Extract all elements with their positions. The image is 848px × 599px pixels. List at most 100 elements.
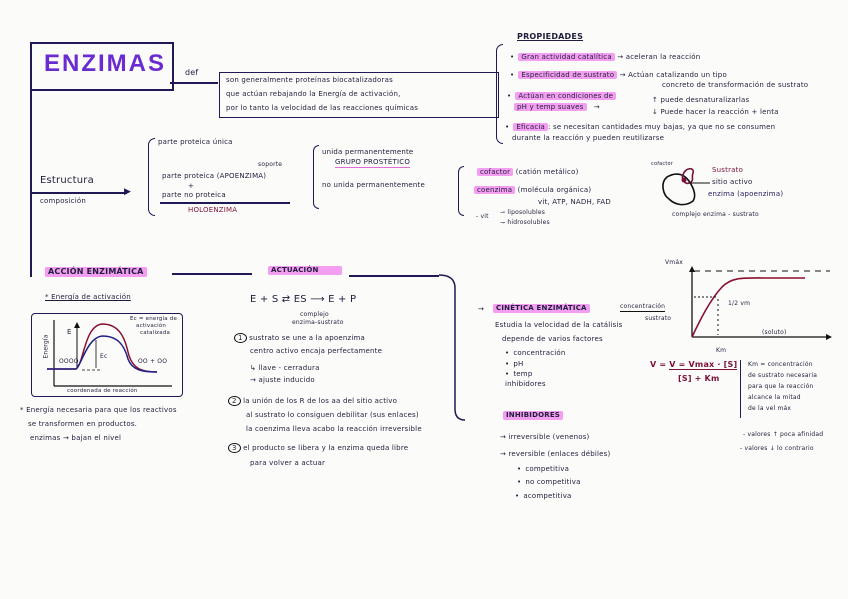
formula-denominator: [S] + Km — [678, 374, 720, 383]
chart-legend: Ec = energía de activación catalizada — [130, 316, 178, 336]
accion-note: * Energía necesaria para que los reactiv… — [20, 406, 177, 414]
estructura-label: Estructura — [40, 175, 94, 186]
equation-sub: enzima-sustrato — [292, 319, 344, 326]
km-def: para que la reacción — [748, 383, 814, 390]
cofactor-bracket — [458, 166, 464, 216]
km-values: - valores ↓ lo contrario — [740, 445, 814, 452]
chart-ylabel: Energía — [42, 334, 50, 359]
coenzima-item: coenzima (molécula orgánica) — [474, 186, 591, 195]
no-unida-permanente: no unida permanentemente — [322, 181, 425, 189]
accion-heading: ACCIÓN ENZIMÁTICA — [45, 267, 147, 277]
propiedad-label-cont: pH y temp suaves → — [514, 103, 600, 112]
propiedad-item: Especificidad de sustrato → Actúan catal… — [510, 71, 727, 80]
chart-ec-label: Ec — [100, 353, 108, 360]
reversible-item: acompetitiva — [515, 492, 572, 501]
definition-box: son generalmente proteínas biocatalizado… — [219, 72, 499, 118]
parte-no-proteica: parte no proteica — [162, 191, 226, 199]
estructura-bracket — [148, 138, 155, 216]
factor-item: temp — [505, 370, 532, 379]
km-values: - valores ↑ poca afinidad — [743, 431, 824, 438]
propiedad-note: : se necesitan cantidades muy bajas, ya … — [548, 123, 776, 131]
step-3-line: para volver a actuar — [250, 459, 326, 467]
hidrosolubles: ⇁ hidrosolubles — [500, 219, 550, 226]
soporte-label: soporte — [258, 161, 283, 168]
diagram-sitio-label: sitio activo — [712, 178, 753, 186]
page-title: ENZIMAS — [44, 50, 166, 77]
km-def: alcance la mitad — [748, 394, 801, 401]
propiedades-bracket — [496, 44, 503, 144]
propiedad-note: concreto de transformación de sustrato — [662, 81, 809, 89]
michaelis-chart-icon — [689, 266, 832, 340]
inhibidor-type: → reversible (enlaces débiles) — [500, 450, 611, 458]
arrow-head-icon: ▶ — [124, 187, 131, 197]
title-box: ENZIMAS — [30, 42, 174, 91]
propiedad-item: Actúan en condiciones de — [507, 92, 617, 101]
propiedad-label: Actúan en condiciones de — [515, 92, 617, 100]
cinetica-arrow: → — [478, 305, 485, 313]
chart-e-label: E — [67, 328, 72, 336]
step-1: 1 sustrato se une a la apoenzima — [234, 333, 365, 343]
model-llave: ↳ llave - cerradura — [250, 364, 320, 372]
km-def: Km = concentración — [748, 361, 813, 368]
coenzima-examples: vit, ATP, NADH, FAD — [538, 198, 611, 206]
enzyme-substrate-diagram-icon — [662, 167, 710, 206]
parte-unica: parte proteica única — [158, 138, 233, 146]
unida-permanente: unida permanentemente — [322, 148, 414, 156]
chart-reactants: OOOO — [59, 358, 79, 365]
propiedad-note: → aceleran la reacción — [617, 53, 701, 61]
factor-item: pH — [505, 360, 523, 369]
km-def: de sustrato necesaria — [748, 372, 818, 379]
energy-chart: Energía E Ec OOOO OO + OO Ec = energía d… — [31, 313, 183, 397]
inhibidor-type: → irreversible (venenos) — [500, 433, 590, 441]
diagram-cofactor-label: cofactor — [651, 161, 674, 167]
holoenzima: HOLOENZIMA — [188, 206, 238, 214]
reversible-item: no competitiva — [517, 478, 581, 487]
step-3: 3 el producto se libera y la enzima qued… — [228, 443, 408, 453]
model-ajuste: → ajuste inducido — [250, 376, 315, 384]
propiedad-label: Gran actividad catalítica — [518, 53, 615, 61]
chart-xlabel: coordenada de reacción — [67, 388, 138, 394]
reversible-item: competitiva — [517, 465, 569, 474]
cinetica-heading: CINÉTICA ENZIMÁTICA — [493, 304, 590, 313]
def-connector — [170, 82, 218, 84]
energy-curve-icon — [47, 320, 172, 387]
cinetica-arrow-bottom: sustrato — [645, 315, 672, 322]
step-2-line: la coenzima lleva acabo la reacción irre… — [246, 425, 422, 433]
factor-item: concentración — [505, 349, 566, 358]
cinetica-line: depende de varios factores — [502, 335, 603, 343]
fraction-line — [160, 202, 290, 204]
propiedad-note: ↑ puede desnaturalizarlas — [652, 96, 750, 104]
composicion-label: composición — [40, 197, 86, 205]
accion-note: enzimas → bajan el nivel — [30, 434, 122, 442]
km-def-bar — [740, 360, 741, 418]
step-1-line: centro activo encaja perfectamente — [250, 347, 383, 355]
cinetica-arrow-top: concentración — [620, 303, 666, 312]
michaelis-km: Km — [716, 347, 727, 354]
energia-title: * Energía de activación — [45, 293, 131, 301]
plus: + — [188, 182, 195, 190]
actuacion-line — [349, 275, 439, 277]
propiedad-note: → Actúan catalizando un tipo — [619, 71, 727, 79]
diagram-sustrato-label: Sustrato — [712, 166, 744, 174]
km-def: de la vel máx — [748, 405, 792, 412]
michaelis-half: 1/2 vm — [728, 300, 751, 307]
diagram-caption: complejo enzima - sustrato — [672, 211, 759, 218]
propiedad-item: Gran actividad catalítica → aceleran la … — [510, 53, 700, 62]
def-line: que actúan rebajando la Energía de activ… — [226, 90, 401, 98]
chart-products: OO + OO — [138, 358, 168, 365]
propiedad-label: Eficacia — [513, 123, 548, 131]
def-line: son generalmente proteínas biocatalizado… — [226, 76, 393, 84]
def-label: def — [185, 68, 199, 77]
reaction-equation: E + S ⇄ ES ⟶ E + P — [250, 294, 357, 305]
accion-note: se transformen en productos. — [28, 420, 138, 428]
step-2: 2 la unión de los R de los aa del sitio … — [228, 396, 397, 406]
propiedad-label: Especificidad de sustrato — [518, 71, 618, 79]
def-line: por lo tanto la velocidad de las reaccio… — [226, 104, 419, 112]
actuacion-heading: ACTUACIÓN — [268, 266, 342, 275]
cofactor-item: cofactor (catión metálico) — [477, 168, 579, 177]
propiedad-item: Eficacia: se necesitan cantidades muy ba… — [505, 123, 775, 132]
equation-sub: complejo — [300, 311, 329, 318]
cinetica-line: Estudia la velocidad de la catálisis — [495, 321, 623, 329]
factor-item: inhibidores — [505, 380, 546, 388]
connector-bracket — [438, 274, 466, 421]
